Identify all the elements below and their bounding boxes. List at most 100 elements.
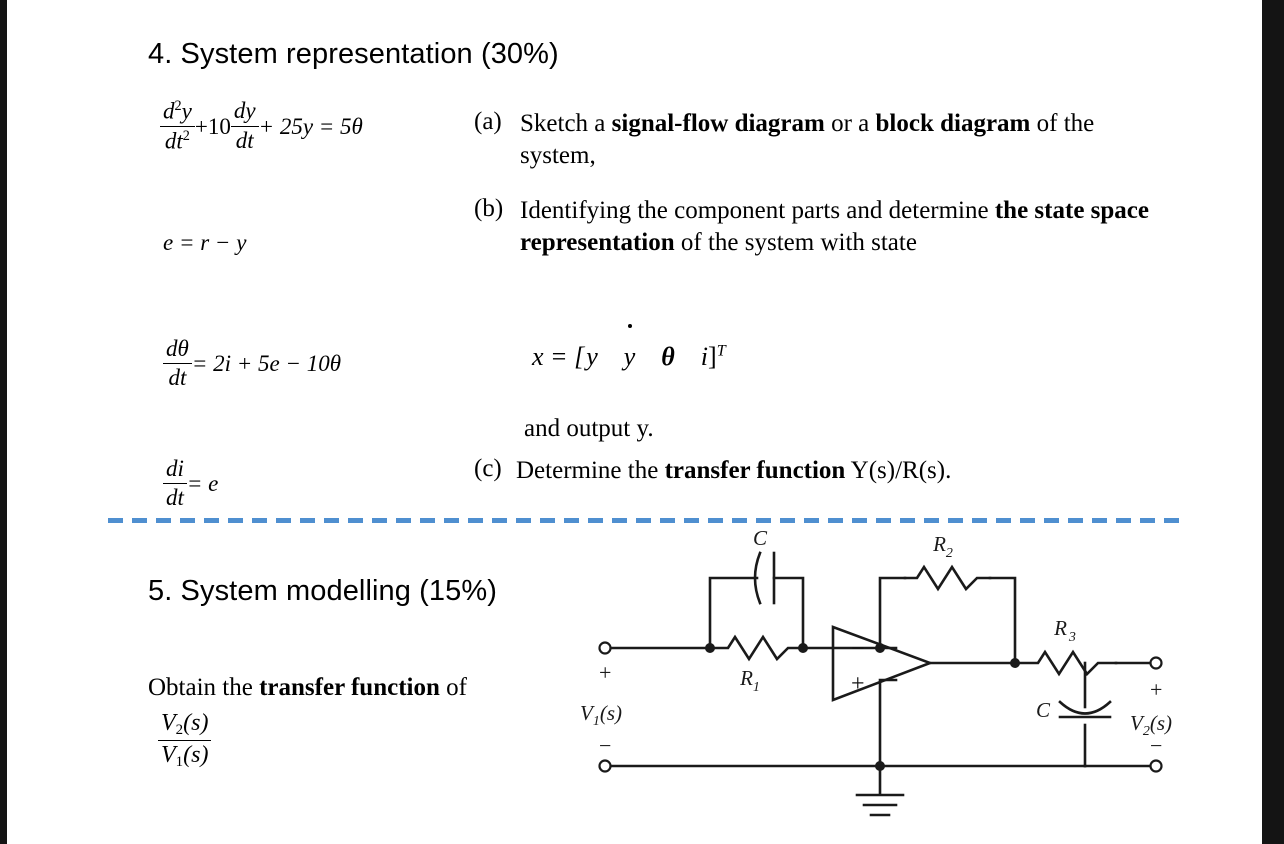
ode-num-d: d — [163, 98, 175, 124]
part-b-text: Identifying the component parts and dete… — [520, 195, 1170, 259]
label-feedback-capacitor: C — [753, 526, 768, 550]
text-segment-3: block diagram — [875, 110, 1031, 137]
left-page-edge — [0, 0, 7, 844]
text-segment-2: or a — [824, 110, 876, 137]
ratio-den-sub: 1 — [175, 754, 184, 771]
text-segment-2: Y(s)/R(s). — [845, 457, 952, 484]
text-segment-2: of — [439, 674, 467, 701]
wire-cap-left-leg — [708, 576, 759, 650]
slide-content: 4. System representation (30%) d2y dt2 +… — [108, 38, 1206, 817]
label-v2: V2(s) — [1130, 711, 1172, 739]
output-terminal-negative — [1149, 759, 1163, 773]
part-b-marker: (b) — [474, 195, 504, 222]
label-r2: R2 — [932, 532, 953, 561]
wire-opamp-plus-to-ground — [878, 678, 898, 768]
resistor-r1 — [708, 634, 805, 662]
current-rhs: = e — [186, 471, 219, 497]
equation-error-signal: e = r − y — [163, 230, 247, 255]
fraction-v2-v1: V2(s) V1(s) — [158, 709, 212, 772]
part-a-marker: (a) — [474, 108, 502, 135]
label-r1: R1 — [739, 666, 760, 695]
ode-num-exp: 2 — [174, 97, 182, 114]
wire-cap-right-leg — [772, 576, 805, 650]
ode-den-dt: dt — [164, 128, 183, 154]
question-5-heading: 5. System modelling (15%) — [148, 575, 498, 607]
resistor-r3 — [1013, 649, 1118, 677]
input-minus-sign: − — [599, 733, 611, 758]
fraction-d2y-dt2: d2y dt2 — [160, 98, 195, 155]
ode-rhs: + 25y = 5 — [258, 113, 352, 139]
wire-r2-left-leg — [878, 576, 907, 650]
junction-opamp-output-node — [1010, 658, 1020, 668]
output-plus-sign: + — [1150, 677, 1162, 702]
ratio-num-sub: 2 — [175, 721, 184, 738]
ode-num-var: y — [181, 98, 192, 124]
ydot-overdot — [627, 323, 632, 328]
text-segment-0: Determine the — [516, 457, 665, 484]
state-var-y: y — [586, 342, 598, 371]
label-output-capacitor: C — [1036, 698, 1051, 722]
text-segment-1: transfer function — [259, 674, 440, 701]
opamp-triangle — [831, 625, 934, 702]
state-var-theta: θ — [661, 342, 675, 371]
state-rhs-bracket: ] — [708, 342, 717, 371]
junction-cap-r1-node — [798, 643, 808, 653]
ode-num2: dy — [230, 98, 259, 127]
ode-den-exp: 2 — [182, 127, 190, 144]
text-segment-1: transfer function — [664, 457, 846, 484]
equation-current-derivative: di dt = e — [163, 456, 219, 514]
text-segment-1: the state space representation — [520, 197, 1149, 256]
question-4-heading: 4. System representation (30%) — [148, 38, 559, 70]
opamp-noninverting-sign: + — [851, 671, 865, 697]
ratio-num-v: V — [161, 709, 176, 736]
text-segment-4: of the system, — [520, 110, 1095, 169]
state-lhs: x = [ — [532, 342, 585, 371]
text-segment-2: of the system with state — [674, 228, 917, 256]
output-statement: and output y. — [524, 413, 654, 445]
fraction-dy-dt: dy dt — [230, 98, 259, 154]
capacitor-output-plate-curved — [1058, 700, 1112, 715]
junction-dots — [705, 643, 1020, 771]
junction-input-node — [705, 643, 715, 653]
input-terminal-positive — [598, 641, 612, 655]
wire-r2-right-leg — [988, 576, 1017, 665]
theta-rhs: = 2i + 5e − 10θ — [191, 351, 342, 377]
section-divider — [108, 518, 1183, 523]
part-a-text: Sketch a signal-flow diagram or a block … — [520, 108, 1160, 172]
part-c-text: Determine the transfer function Y(s)/R(s… — [516, 455, 1206, 487]
output-minus-sign: − — [1150, 733, 1162, 758]
scrollbar-track[interactable] — [1246, 0, 1259, 844]
theta-den: dt — [168, 365, 187, 391]
junction-ground-node — [875, 761, 885, 771]
fraction-dtheta-dt: dθ dt — [163, 336, 192, 392]
text-segment-1: signal-flow diagram — [611, 110, 825, 137]
resistor-r2 — [903, 564, 992, 592]
state-transpose: T — [716, 342, 726, 360]
text-segment-0: Obtain the — [148, 674, 260, 701]
ratio-den-v: V — [161, 741, 176, 768]
equation-voltage-ratio: V2(s) V1(s) — [158, 709, 212, 774]
current-num: di — [163, 456, 187, 485]
opamp-inverting-sign: − — [851, 636, 865, 662]
ratio-den-arg: (s) — [183, 741, 209, 768]
ode-den2: dt — [235, 127, 254, 153]
label-v1: V1(s) — [580, 701, 622, 729]
input-terminal-negative — [598, 759, 612, 773]
output-terminal-positive — [1149, 656, 1163, 670]
ode-plus-ten: +10 — [194, 113, 231, 139]
ratio-num-arg: (s) — [183, 709, 209, 736]
capacitor-feedback-plate-curved — [753, 551, 762, 605]
equation-theta-derivative: dθ dt = 2i + 5e − 10θ — [163, 336, 342, 394]
current-den: dt — [166, 485, 184, 511]
part-c-marker: (c) — [474, 455, 502, 482]
right-page-edge — [1262, 0, 1284, 844]
theta-num: dθ — [163, 336, 192, 365]
output-statement-text: and output y. — [524, 415, 654, 442]
fraction-di-dt: di dt — [163, 456, 187, 512]
state-var-ydot: y — [624, 323, 635, 373]
question-5-prompt: Obtain the transfer function of — [148, 672, 467, 704]
input-plus-sign: + — [599, 660, 611, 685]
ode-theta: θ — [351, 113, 363, 139]
